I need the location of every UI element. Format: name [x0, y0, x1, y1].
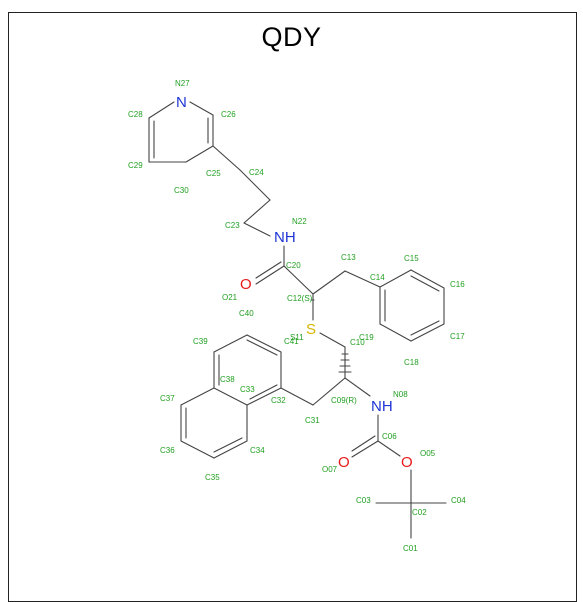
- atom-label-c24: C24: [249, 168, 264, 177]
- atom-label-c32: C32: [271, 396, 286, 405]
- bond: [410, 269, 445, 289]
- bond: [246, 334, 282, 353]
- atom-label-c36: C36: [160, 446, 175, 455]
- atom-symbol-n08: NH: [371, 398, 393, 415]
- bond: [280, 387, 314, 406]
- atom-label-c41: C41: [284, 337, 299, 346]
- bond: [255, 265, 285, 285]
- bond: [312, 377, 346, 406]
- bond: [249, 384, 278, 400]
- atom-label-c13: C13: [341, 253, 356, 262]
- atom-label-c19: C19: [359, 333, 374, 342]
- bond: [243, 222, 271, 237]
- atom-symbol-o07: O: [338, 454, 350, 471]
- bond: [379, 323, 412, 342]
- atom-label-o21: O21: [222, 293, 238, 302]
- bond: [344, 377, 371, 397]
- atom-label-n08: N08: [393, 390, 408, 399]
- bond: [180, 440, 215, 459]
- atom-label-c34: C34: [250, 446, 265, 455]
- bond: [344, 270, 381, 288]
- bond: [180, 387, 215, 406]
- atom-label-c10: C10: [350, 338, 365, 347]
- bond: [213, 387, 248, 406]
- bond: [189, 101, 214, 116]
- atom-label-c14: C14: [370, 273, 385, 282]
- bond: [351, 440, 379, 458]
- atom-label-n27: N27: [175, 79, 190, 88]
- atom-label-c16: C16: [450, 280, 465, 289]
- atom-label-c31: C31: [305, 416, 320, 425]
- atom-symbol-o05: O: [401, 454, 413, 471]
- atom-label-o07: O07: [322, 465, 338, 474]
- atom-label-c25: C25: [206, 169, 221, 178]
- atom-label-layer: N27 C26 C28 C29 C25 C30 C24 C23 N22 C20 …: [128, 79, 466, 553]
- atom-label-c23: C23: [225, 221, 240, 230]
- atom-label-c06: C06: [382, 432, 397, 441]
- atom-label-c35: C35: [205, 473, 220, 482]
- atom-symbol-n22: NH: [274, 229, 296, 246]
- bond: [246, 339, 278, 356]
- atom-label-c04: C04: [451, 496, 466, 505]
- atom-label-c30: C30: [174, 186, 189, 195]
- atom-label-c18: C18: [404, 358, 419, 367]
- bond: [255, 261, 282, 279]
- bond: [379, 269, 412, 288]
- bond: [243, 199, 271, 224]
- bond: [283, 265, 314, 295]
- bond: [312, 270, 346, 295]
- atom-label-c02: C02: [412, 508, 427, 517]
- atom-symbol-s11: S: [306, 321, 316, 338]
- atom-label-c37: C37: [160, 394, 175, 403]
- bond: [213, 437, 243, 453]
- atom-label-c15: C15: [404, 254, 419, 263]
- bond: [246, 387, 282, 406]
- atom-symbol-n27: N: [176, 94, 187, 111]
- atom-label-o05: O05: [420, 449, 436, 458]
- atom-label-c38: C38: [220, 375, 235, 384]
- atom-label-c33: C33: [240, 385, 255, 394]
- bond: [410, 323, 445, 342]
- bond-layer: [148, 101, 447, 539]
- atom-label-c03: C03: [356, 496, 371, 505]
- atom-label-n22: N22: [292, 217, 307, 226]
- bond: [148, 101, 175, 119]
- atom-label-c28: C28: [128, 110, 143, 119]
- molecule-diagram: N27 C26 C28 C29 C25 C30 C24 C23 N22 C20 …: [128, 79, 466, 553]
- bond: [212, 145, 241, 171]
- diagram-frame: [8, 12, 577, 602]
- bond: [213, 440, 248, 459]
- atom-label-c29: C29: [128, 161, 143, 170]
- bond: [185, 145, 214, 163]
- page-title: QDY: [261, 22, 322, 52]
- atom-label-c20: C20: [286, 261, 301, 270]
- bond: [410, 320, 440, 336]
- atom-symbol-o21: O: [240, 276, 252, 293]
- atom-label-c09r: C09(R): [331, 396, 357, 405]
- atom-label-c39: C39: [193, 337, 208, 346]
- bond: [213, 334, 248, 353]
- bond: [351, 435, 376, 452]
- atom-label-c12s: C12(S): [287, 294, 313, 303]
- atom-label-c17: C17: [450, 332, 465, 341]
- atom-label-c26: C26: [221, 110, 236, 119]
- atom-label-c01: C01: [403, 544, 418, 553]
- bond: [377, 440, 401, 457]
- atom-label-c40: C40: [239, 309, 254, 318]
- bond: [319, 332, 346, 348]
- bond: [239, 169, 271, 201]
- atom-label-s11: S11: [290, 333, 304, 342]
- bond: [410, 275, 440, 292]
